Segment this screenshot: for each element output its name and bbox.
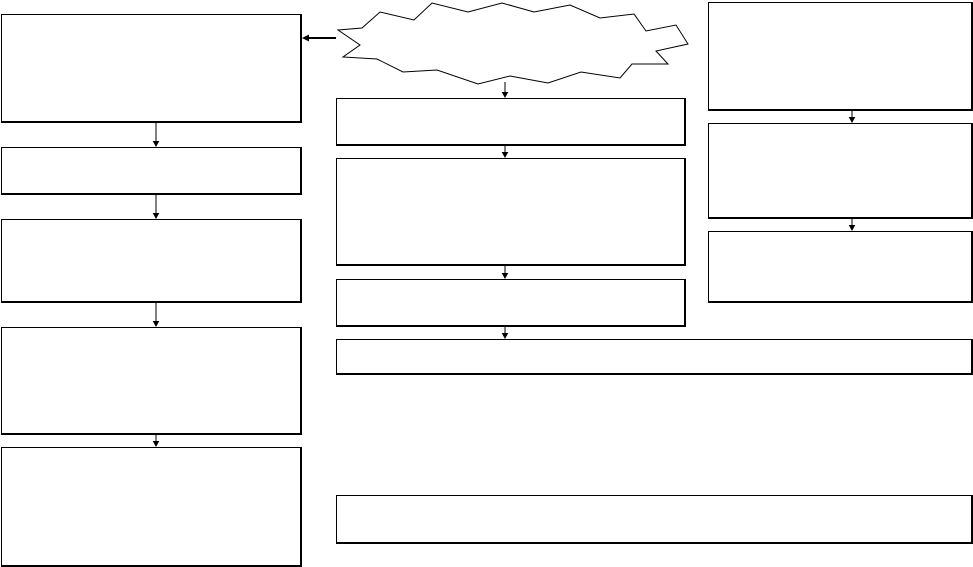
- starburst-outline: [336, 2, 689, 85]
- box-mid-2: [336, 158, 686, 266]
- box-left-1: [1, 14, 302, 123]
- box-left-2: [1, 147, 302, 195]
- box-left-4: [1, 327, 302, 435]
- box-right-2: [708, 123, 973, 219]
- box-wide-1: [336, 339, 973, 375]
- box-right-3: [708, 231, 973, 303]
- box-left-5: [1, 447, 302, 567]
- box-mid-1: [336, 98, 686, 146]
- box-left-3: [1, 219, 302, 303]
- box-mid-3: [336, 279, 686, 327]
- box-right-1: [708, 2, 973, 111]
- box-wide-2: [336, 495, 973, 544]
